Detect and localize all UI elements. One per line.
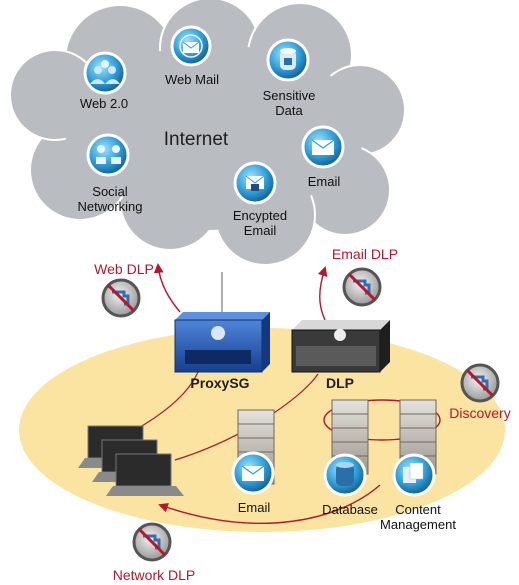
content-document-icon: [392, 453, 436, 497]
dlp-appliance-icon: [291, 320, 390, 373]
label-content-management: Content Management: [380, 502, 456, 532]
label-discovery: Discovery: [449, 405, 511, 421]
label-database: Database: [322, 502, 378, 517]
internal-database-icon: [323, 453, 367, 497]
label-social-networking: Social Networking: [77, 184, 143, 214]
no-leak-icon-network: [132, 522, 172, 562]
web-dlp-arrow: [153, 263, 181, 313]
no-leak-icon-discovery: [460, 363, 500, 403]
label-cloud-email: Email: [307, 174, 341, 189]
laptop-icon: [78, 425, 184, 496]
label-proxysg: ProxySG: [190, 375, 250, 391]
label-network-dlp: Network DLP: [112, 567, 196, 583]
proxy-appliance-icon: [174, 312, 270, 373]
no-leak-icon-email: [342, 267, 382, 307]
network-dlp-arrow: [158, 484, 381, 524]
users-icon: [83, 51, 127, 95]
label-email-dlp: Email DLP: [331, 246, 399, 262]
encrypted-email-icon: [233, 161, 277, 205]
email-dlp-arrow: [317, 266, 328, 321]
label-dlp: DLP: [326, 375, 354, 391]
web-mail-icon: [170, 25, 212, 67]
social-network-icon: [86, 133, 130, 177]
label-internal-email: Email: [237, 500, 271, 515]
label-webmail: Web Mail: [165, 72, 219, 87]
label-sensitive-data: Sensitive Data: [262, 88, 316, 118]
laptop-to-proxy-line: [134, 371, 199, 431]
label-encrypted-email: Encypted Email: [232, 208, 288, 238]
label-web-dlp: Web DLP: [94, 261, 154, 277]
database-lock-icon: [266, 38, 310, 82]
label-web20: Web 2.0: [79, 96, 129, 111]
internal-envelope-icon: [231, 451, 275, 495]
discovery-ring: [323, 399, 441, 441]
no-leak-icon-web: [101, 278, 141, 318]
envelope-icon: [301, 125, 345, 169]
label-internet: Internet: [163, 129, 229, 150]
